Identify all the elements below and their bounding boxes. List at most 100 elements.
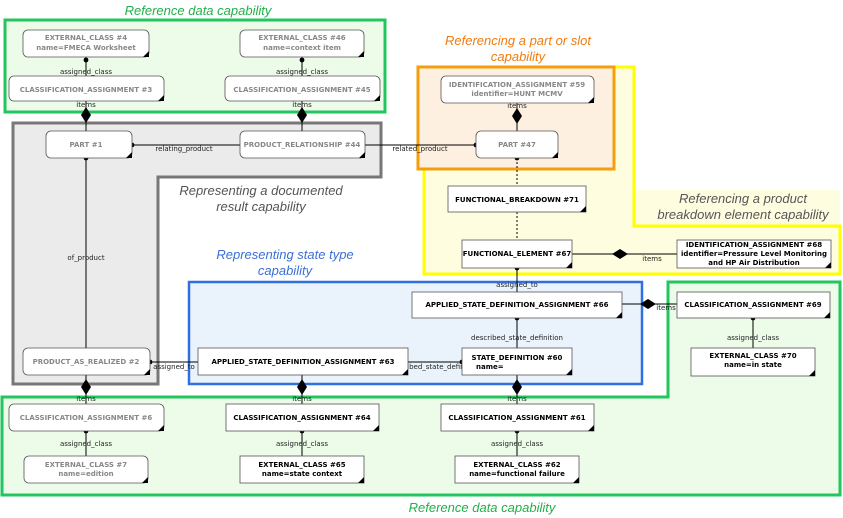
edge-label-items: items xyxy=(656,304,676,312)
node-ext4-sub: name=FMECA Worksheet xyxy=(36,44,136,52)
node-fb71[interactable]: FUNCTIONAL_BREAKDOWN #71 xyxy=(447,185,587,213)
node-asda63[interactable]: APPLIED_STATE_DEFINITION_ASSIGNMENT #63 xyxy=(197,347,409,376)
yellow-region-outline xyxy=(422,67,842,276)
node-ext62-sub: name=functional failure xyxy=(469,470,565,478)
items-diamond xyxy=(297,107,307,123)
node-ext70-title: EXTERNAL_CLASS #70 xyxy=(709,352,796,360)
node-class6-title: CLASSIFICATION_ASSIGNMENT #6 xyxy=(20,414,153,422)
node-class3[interactable]: CLASSIFICATION_ASSIGNMENT #3 xyxy=(8,75,165,102)
edge-label-assigned-to: assigned_to xyxy=(153,363,195,371)
capability-title-reference-top: Reference data capability xyxy=(125,3,273,18)
node-ext70[interactable]: EXTERNAL_CLASS #70 name=in state xyxy=(690,347,816,377)
green-region-bottom xyxy=(0,280,842,497)
node-ext62-title: EXTERNAL_CLASS #62 xyxy=(473,461,560,469)
node-part47-title: PART #47 xyxy=(498,141,536,149)
edge-label-relating-product: relating_product xyxy=(155,145,213,153)
node-sd60-sub: name= xyxy=(476,363,504,371)
edge-end-dot xyxy=(83,57,89,63)
node-ext4[interactable]: EXTERNAL_CLASS #4 name=FMECA Worksheet xyxy=(22,29,150,58)
gray-region xyxy=(11,121,383,386)
capability-title-part-slot-line1: Referencing a part or slot xyxy=(445,33,592,48)
node-ident59[interactable]: IDENTIFICATION_ASSIGNMENT #59 identifier… xyxy=(440,75,595,104)
edge-label-items: items xyxy=(507,102,527,110)
items-diamond xyxy=(640,299,656,309)
node-part1[interactable]: PART #1 xyxy=(45,130,133,159)
capability-title-state-type-line1: Representing state type xyxy=(216,247,353,262)
items-diamond xyxy=(81,107,91,123)
capability-title-documented-line2: result capability xyxy=(216,199,307,214)
node-ext46-title: EXTERNAL_CLASS #46 xyxy=(258,34,345,42)
edge-label-items: items xyxy=(76,101,96,109)
edge-label-assigned-class: assigned_class xyxy=(276,68,328,76)
node-class64-title: CLASSIFICATION_ASSIGNMENT #64 xyxy=(233,414,370,422)
capability-title-breakdown-line1: Referencing a product xyxy=(679,191,808,206)
node-prodrel44-title: PRODUCT_RELATIONSHIP #44 xyxy=(244,141,361,149)
node-class61-title: CLASSIFICATION_ASSIGNMENT #61 xyxy=(448,414,585,422)
node-ident68[interactable]: IDENTIFICATION_ASSIGNMENT #68 identifier… xyxy=(676,239,832,269)
node-ident68-sub1: identifier=Pressure Level Monitoring xyxy=(681,250,827,258)
edge-label-described-state-definition: described_state_definition xyxy=(388,363,480,371)
node-asda63-title: APPLIED_STATE_DEFINITION_ASSIGNMENT #63 xyxy=(212,358,395,366)
edge-label-assigned-class: assigned_class xyxy=(276,440,328,448)
edge-label-assigned-class: assigned_class xyxy=(60,440,112,448)
items-diamond xyxy=(297,379,307,395)
edge-label-items: items xyxy=(507,395,527,403)
node-ext7[interactable]: EXTERNAL_CLASS #7 name=edition xyxy=(23,455,149,484)
edge-label-assigned-class: assigned_class xyxy=(60,68,112,76)
edge-label-assigned-class: assigned_class xyxy=(491,440,543,448)
node-par2[interactable]: PRODUCT_AS_REALIZED #2 xyxy=(22,347,151,376)
node-sd60-title: STATE_DEFINITION #60 xyxy=(472,354,563,362)
node-fb71-title: FUNCTIONAL_BREAKDOWN #71 xyxy=(455,196,579,204)
node-class61[interactable]: CLASSIFICATION_ASSIGNMENT #61 xyxy=(440,403,595,432)
node-part1-title: PART #1 xyxy=(70,141,103,149)
node-class64[interactable]: CLASSIFICATION_ASSIGNMENT #64 xyxy=(225,403,380,432)
items-diamond xyxy=(512,379,522,395)
edge-label-items: items xyxy=(292,395,312,403)
node-ext62[interactable]: EXTERNAL_CLASS #62 name=functional failu… xyxy=(454,455,580,484)
capability-title-breakdown-line2: breakdown element capability xyxy=(657,207,830,222)
capability-title-documented-line1: Representing a documented xyxy=(179,183,343,198)
edge-label-items: items xyxy=(292,101,312,109)
node-ident59-sub: identifier=HUNT MCMV xyxy=(471,90,563,98)
node-ext65-sub: name=state context xyxy=(262,470,343,478)
node-fe67-title: FUNCTIONAL_ELEMENT #67 xyxy=(463,250,572,258)
node-ident68-title: IDENTIFICATION_ASSIGNMENT #68 xyxy=(686,241,822,249)
node-class6[interactable]: CLASSIFICATION_ASSIGNMENT #6 xyxy=(8,403,165,432)
node-prodrel44[interactable]: PRODUCT_RELATIONSHIP #44 xyxy=(239,130,366,159)
items-diamond xyxy=(81,379,91,395)
node-class45-title: CLASSIFICATION_ASSIGNMENT #45 xyxy=(233,86,370,94)
items-diamond xyxy=(612,249,628,259)
node-sd60[interactable]: STATE_DEFINITION #60 name= xyxy=(461,347,573,376)
node-part47[interactable]: PART #47 xyxy=(475,130,559,159)
node-ident68-sub2: and HP Air Distribution xyxy=(708,259,799,267)
edge-label-assigned-class: assigned_class xyxy=(727,334,779,342)
capability-title-part-slot-line2: capability xyxy=(491,49,547,64)
node-ext4-title: EXTERNAL_CLASS #4 xyxy=(45,34,127,42)
node-asda66-title: APPLIED_STATE_DEFINITION_ASSIGNMENT #66 xyxy=(426,301,609,309)
edge-label-assigned-to: assigned_to xyxy=(496,281,538,289)
edge-label-related-product: related_product xyxy=(392,145,447,153)
node-class69-title: CLASSIFICATION_ASSIGNMENT #69 xyxy=(684,301,821,309)
node-ext7-sub: name=edition xyxy=(58,470,113,478)
edge-label-items: items xyxy=(76,395,96,403)
node-asda66[interactable]: APPLIED_STATE_DEFINITION_ASSIGNMENT #66 xyxy=(411,291,623,319)
node-par2-title: PRODUCT_AS_REALIZED #2 xyxy=(33,358,140,366)
node-ext46[interactable]: EXTERNAL_CLASS #46 name=context item xyxy=(239,29,365,58)
node-fe67[interactable]: FUNCTIONAL_ELEMENT #67 xyxy=(461,239,573,269)
edge-label-items: items xyxy=(642,255,662,263)
capability-title-state-type-line2: capability xyxy=(258,263,314,278)
node-ext7-title: EXTERNAL_CLASS #7 xyxy=(45,461,127,469)
edge-end-dot xyxy=(299,57,305,63)
edge-label-described-state-definition: described_state_definition xyxy=(471,334,563,342)
node-ext65-title: EXTERNAL_CLASS #65 xyxy=(258,461,345,469)
node-class45[interactable]: CLASSIFICATION_ASSIGNMENT #45 xyxy=(224,75,381,102)
edge-label-of-product: of_product xyxy=(67,254,104,262)
node-ext46-sub: name=context item xyxy=(263,44,341,52)
node-class69[interactable]: CLASSIFICATION_ASSIGNMENT #69 xyxy=(676,291,831,319)
items-diamond xyxy=(512,108,522,124)
node-ext70-sub: name=in state xyxy=(724,361,782,369)
capability-title-reference-bottom: Reference data capability xyxy=(409,500,557,515)
node-ident59-title: IDENTIFICATION_ASSIGNMENT #59 xyxy=(449,81,585,89)
node-ext65[interactable]: EXTERNAL_CLASS #65 name=state context xyxy=(239,455,365,484)
